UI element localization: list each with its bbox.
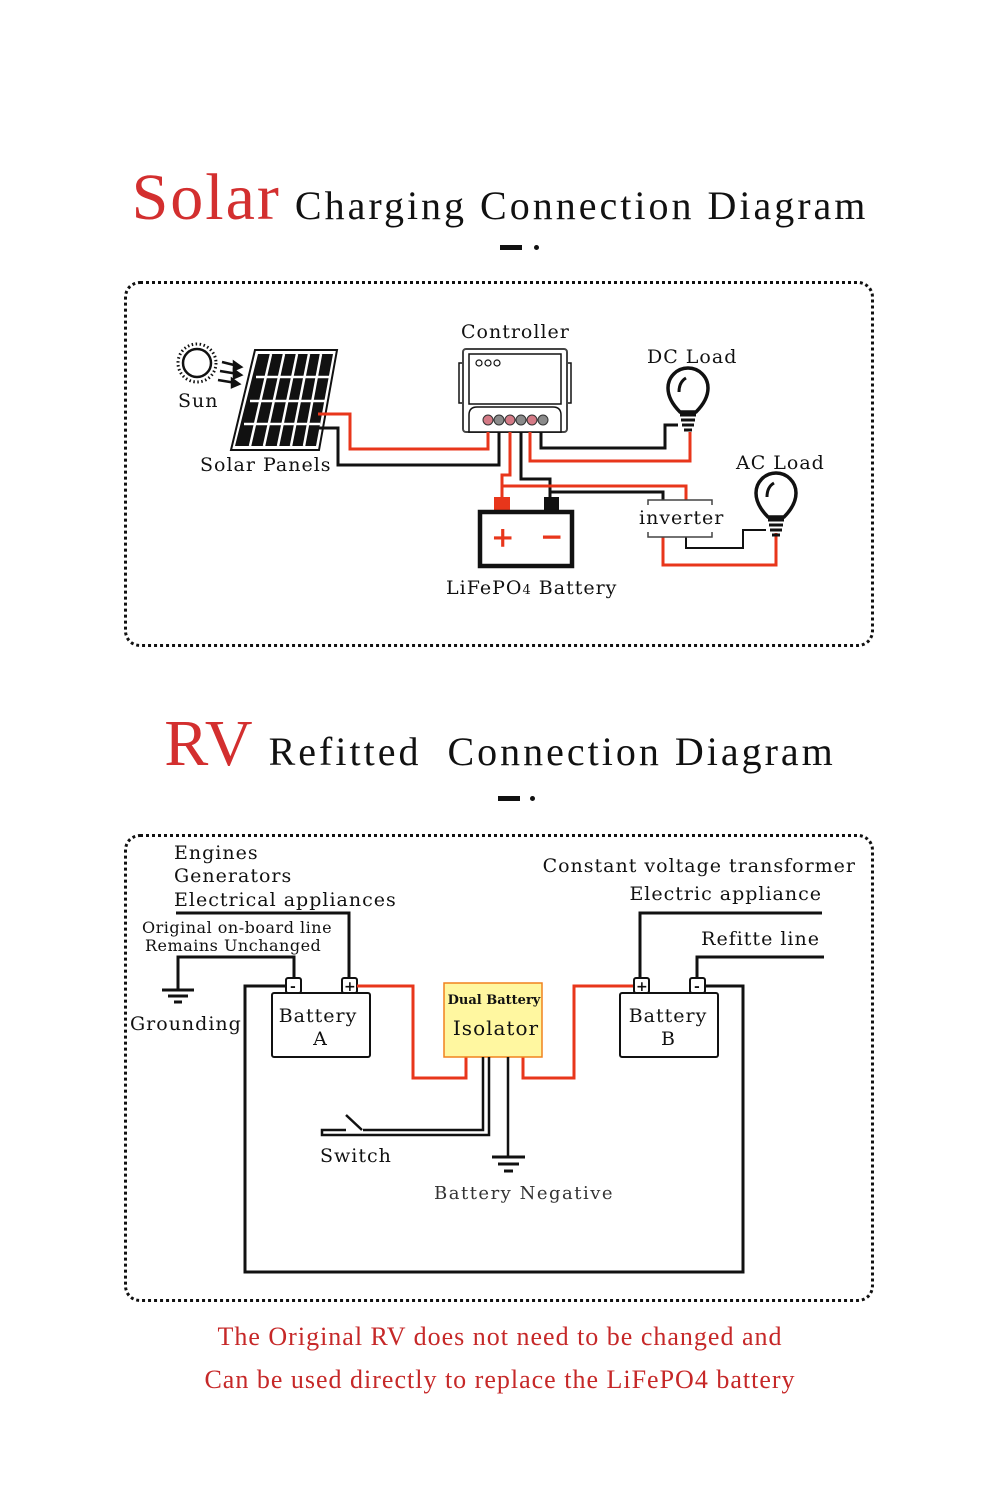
wire-panel-positive bbox=[318, 412, 490, 451]
battery-b-label-2: B bbox=[661, 1028, 675, 1050]
original-line-label-1: Original on-board line bbox=[142, 918, 332, 937]
wire-dc-load-positive bbox=[528, 432, 692, 463]
inverter-label: inverter bbox=[639, 507, 724, 529]
switch-label: Switch bbox=[320, 1145, 392, 1167]
solar-charging-diagram: Sun Solar Panels Controller bbox=[176, 321, 825, 599]
wire-isolator-to-battery-b bbox=[521, 984, 633, 1080]
title-divider-dot bbox=[530, 796, 535, 801]
rv-refitted-diagram: Engines Generators Electrical appliances… bbox=[130, 842, 856, 1274]
wire-inverter-negative bbox=[550, 490, 665, 500]
generators-label: Generators bbox=[174, 865, 292, 887]
battery-b-negative-terminal: - bbox=[694, 979, 700, 995]
wire-battery-negative bbox=[519, 432, 552, 500]
wire-battery-positive bbox=[500, 432, 512, 500]
solar-panel-icon bbox=[229, 349, 339, 451]
battery-a-label-1: Battery bbox=[279, 1005, 358, 1027]
electric-appliance-label: Electric appliance bbox=[629, 883, 822, 905]
wire-ac-load-negative bbox=[685, 529, 766, 549]
dc-load-label: DC Load bbox=[647, 346, 737, 368]
title-divider-dash bbox=[498, 796, 520, 801]
footnote-line-2: Can be used directly to replace the LiFe… bbox=[204, 1365, 796, 1394]
battery-b-label-1: Battery bbox=[629, 1005, 708, 1027]
wire-refit-line-to-battery-b bbox=[695, 955, 824, 979]
solar-diagram-frame bbox=[124, 281, 874, 647]
grounding-label: Grounding bbox=[130, 1013, 242, 1035]
sun-icon bbox=[176, 342, 244, 389]
solar-title-accent: Solar bbox=[131, 161, 281, 234]
battery-negative-label: Battery Negative bbox=[434, 1183, 614, 1204]
wire-inverter-positive bbox=[502, 484, 688, 500]
controller-label: Controller bbox=[461, 321, 570, 343]
sun-label: Sun bbox=[178, 390, 219, 412]
battery-a-negative-terminal: - bbox=[290, 979, 296, 995]
switch-icon bbox=[345, 1114, 363, 1131]
ac-load-bulb-icon bbox=[754, 471, 798, 537]
electrical-appliances-label: Electrical appliances bbox=[174, 889, 397, 911]
battery-b-icon bbox=[619, 977, 719, 1058]
controller-icon bbox=[458, 348, 572, 433]
dc-load-bulb-icon bbox=[666, 366, 710, 432]
battery-negative-ground-icon bbox=[492, 1155, 525, 1173]
solar-section-title: Solar Charging Connection Diagram bbox=[0, 160, 1000, 236]
wire-ac-load-positive bbox=[661, 533, 778, 567]
title-divider-dot bbox=[534, 245, 539, 250]
original-line-label-2: Remains Unchanged bbox=[145, 936, 321, 955]
inverter-icon bbox=[647, 499, 713, 538]
battery-a-label-2: A bbox=[312, 1028, 327, 1050]
wire-isolator-to-switch-1 bbox=[363, 1057, 485, 1132]
rv-title-accent: RV bbox=[164, 707, 255, 780]
constant-voltage-label: Constant voltage transformer bbox=[543, 855, 856, 877]
grounding-icon bbox=[162, 988, 194, 1004]
wire-dc-load-negative bbox=[539, 423, 678, 450]
battery-label-main: LiFePO bbox=[446, 577, 522, 599]
battery-label-suffix: Battery bbox=[532, 577, 618, 599]
rv-title-rest: Refitted Connection Diagram bbox=[268, 729, 836, 774]
engines-label: Engines bbox=[174, 842, 259, 864]
battery-icon bbox=[477, 497, 575, 569]
refit-line-label: Refitte line bbox=[701, 928, 820, 950]
dual-battery-isolator-icon bbox=[443, 982, 543, 1058]
wire-appliances-to-battery-a bbox=[176, 911, 351, 979]
title-divider-dash bbox=[500, 245, 522, 250]
rv-section-title: RV Refitted Connection Diagram bbox=[0, 706, 1000, 782]
footnote-line-1: The Original RV does not need to be chan… bbox=[217, 1322, 783, 1351]
solar-panels-label: Solar Panels bbox=[200, 454, 332, 476]
isolator-label-2: Isolator bbox=[453, 1016, 539, 1040]
battery-plus-sign: + bbox=[491, 521, 514, 554]
wire-battery-a-to-isolator bbox=[357, 984, 468, 1080]
solar-title-rest: Charging Connection Diagram bbox=[294, 183, 869, 228]
wire-ground-to-battery-a bbox=[176, 955, 296, 990]
battery-b-positive-terminal: + bbox=[636, 979, 648, 995]
wire-electric-appliance-to-battery-b bbox=[638, 911, 822, 979]
ac-load-label: AC Load bbox=[735, 452, 825, 474]
isolator-label-1: Dual Battery bbox=[448, 993, 541, 1008]
battery-a-icon bbox=[271, 977, 371, 1058]
rv-diagram-frame bbox=[124, 834, 874, 1302]
wire-battery-a-negative-loop bbox=[243, 984, 745, 1274]
battery-label: LiFePO4 Battery bbox=[446, 577, 617, 599]
battery-minus-sign: − bbox=[540, 520, 563, 553]
wire-isolator-to-switch-2 bbox=[320, 1057, 491, 1137]
wire-panel-negative bbox=[316, 426, 501, 467]
battery-label-subscript: 4 bbox=[522, 583, 531, 598]
battery-a-positive-terminal: + bbox=[344, 979, 356, 995]
